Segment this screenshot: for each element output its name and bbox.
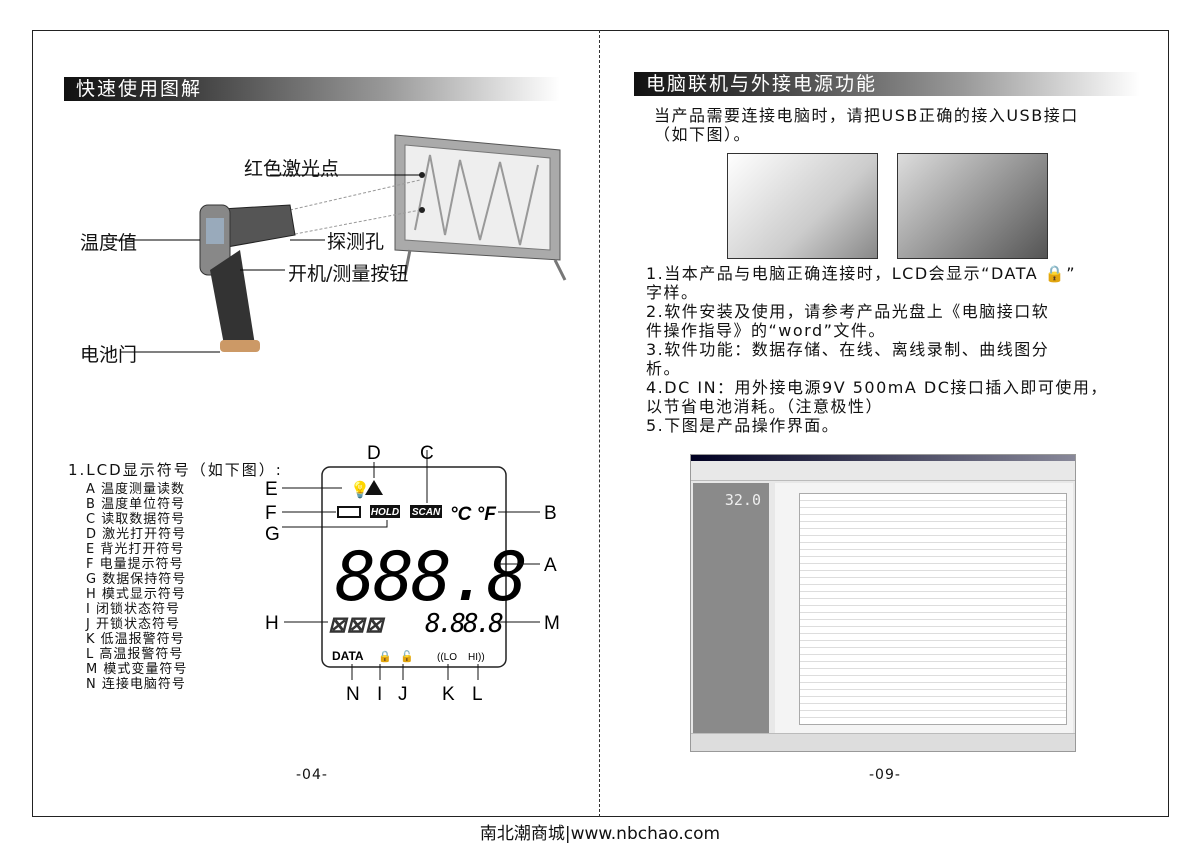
instruction-item: 1.当本产品与电脑正确连接时，LCD会显示“DATA 🔒” <box>646 264 1076 283</box>
legend-item: G 数据保持符号 <box>86 572 187 587</box>
svg-text:I: I <box>377 684 382 705</box>
instruction-item: 字样。 <box>646 283 699 302</box>
instruction-item: 件操作指导》的“word”文件。 <box>646 321 886 340</box>
target-board <box>394 134 567 281</box>
svg-text:L: L <box>472 684 483 705</box>
legend-item: E 背光打开符号 <box>86 542 185 557</box>
usb-port-photo <box>897 153 1048 259</box>
right-page-number: -09- <box>869 767 901 783</box>
lcd-diagram: 💡 HOLD SCAN °C °F 888.8 ⊠⊠⊠ 8.88.8 DATA … <box>265 443 560 705</box>
toolbar <box>691 469 1075 481</box>
reading-display: 32.0 <box>724 491 761 509</box>
instruction-item: 5.下图是产品操作界面。 <box>646 416 840 435</box>
svg-text:G: G <box>265 524 280 545</box>
graph-area <box>799 493 1067 725</box>
unlock-icon: 🔓 <box>400 650 414 663</box>
svg-text:B: B <box>544 503 557 524</box>
thermometer-gun <box>199 204 296 352</box>
usb-gun-photo <box>727 153 878 259</box>
battery-icon <box>337 506 361 518</box>
instruction-item: 3.软件功能：数据存储、在线、离线录制、曲线图分 <box>646 340 1050 359</box>
legend-item: C 读取数据符号 <box>86 512 186 527</box>
svg-text:F: F <box>265 503 277 524</box>
callout-probe-hole: 探测孔 <box>327 231 385 253</box>
svg-text:J: J <box>398 684 408 705</box>
lock-icon: 🔒 <box>378 650 392 663</box>
lcd-heading: 1.LCD显示符号（如下图）: <box>68 461 283 479</box>
thermometer-illustration <box>115 134 567 353</box>
legend-item: D 激光打开符号 <box>86 527 187 542</box>
lcd-legend: A 温度测量读数 B 温度单位符号 C 读取数据符号 D 激光打开符号 E 背光… <box>86 482 187 692</box>
instruction-item: 以节省电池消耗。（注意极性） <box>646 397 884 416</box>
sub-reading: 8.88.8 <box>425 609 503 639</box>
lo-alarm: ((LO <box>437 652 457 663</box>
left-page-number: -04- <box>296 767 328 783</box>
main-reading: 888.8 <box>335 538 525 617</box>
instruction-list: 1.当本产品与电脑正确连接时，LCD会显示“DATA 🔒” 字样。 2.软件安装… <box>646 264 1108 435</box>
svg-text:E: E <box>265 479 278 500</box>
page-frame <box>32 30 1169 817</box>
legend-item: N 连接电脑符号 <box>86 677 186 692</box>
graph-panel <box>775 483 1073 733</box>
svg-text:C: C <box>420 443 434 464</box>
legend-item: B 温度单位符号 <box>86 497 186 512</box>
legend-item: K 低温报警符号 <box>86 632 185 647</box>
callout-power-button: 开机/测量按钮 <box>288 263 409 285</box>
instruction-item: 2.软件安装及使用，请参考产品光盘上《电脑接口软 <box>646 302 1050 321</box>
callout-temp-value: 温度值 <box>80 232 138 254</box>
svg-text:H: H <box>265 613 279 634</box>
instruction-item: 4.DC IN：用外接电源9V 500mA DC接口插入即可使用， <box>646 378 1108 397</box>
unit-symbols: °C °F <box>450 504 497 525</box>
legend-item: A 温度测量读数 <box>86 482 186 497</box>
legend-item: M 模式变量符号 <box>86 662 188 677</box>
callout-laser-point: 红色激光点 <box>244 158 340 180</box>
legend-item: F 电量提示符号 <box>86 557 184 572</box>
scan-symbol: SCAN <box>412 507 441 518</box>
legend-item: H 模式显示符号 <box>86 587 186 602</box>
legend-item: I 闭锁状态符号 <box>86 602 180 617</box>
instruction-item: 析。 <box>646 359 682 378</box>
window-titlebar <box>691 455 1075 461</box>
intro-line: （如下图）。 <box>654 125 752 144</box>
right-section-title: 电脑联机与外接电源功能 <box>634 72 1140 96</box>
svg-text:M: M <box>544 613 560 634</box>
svg-text:D: D <box>367 443 381 464</box>
footer-watermark: 南北潮商城|www.nbchao.com <box>479 824 721 844</box>
svg-text:A: A <box>544 555 557 576</box>
backlight-icon: 💡 <box>350 480 370 499</box>
intro-paragraph: 当产品需要连接电脑时，请把USB正确的接入USB接口 （如下图）。 <box>654 106 1079 144</box>
hi-alarm: HI)) <box>468 652 485 663</box>
intro-line: 当产品需要连接电脑时，请把USB正确的接入USB接口 <box>654 106 1079 125</box>
software-screenshot: 32.0 <box>690 454 1076 752</box>
left-section-title: 快速使用图解 <box>64 77 560 101</box>
data-symbol: DATA <box>332 649 364 663</box>
laser-icon <box>365 480 383 495</box>
legend-item: L 高温报警符号 <box>86 647 184 662</box>
mode-display: ⊠⊠⊠ <box>328 612 386 637</box>
hold-symbol: HOLD <box>371 507 399 518</box>
callout-battery-door: 电池门 <box>80 344 138 366</box>
left-panel: 32.0 <box>693 483 769 748</box>
svg-text:K: K <box>442 684 455 705</box>
status-bar <box>691 733 1075 751</box>
svg-text:N: N <box>346 684 360 705</box>
page-divider <box>599 30 600 817</box>
legend-item: J 开锁状态符号 <box>86 617 180 632</box>
